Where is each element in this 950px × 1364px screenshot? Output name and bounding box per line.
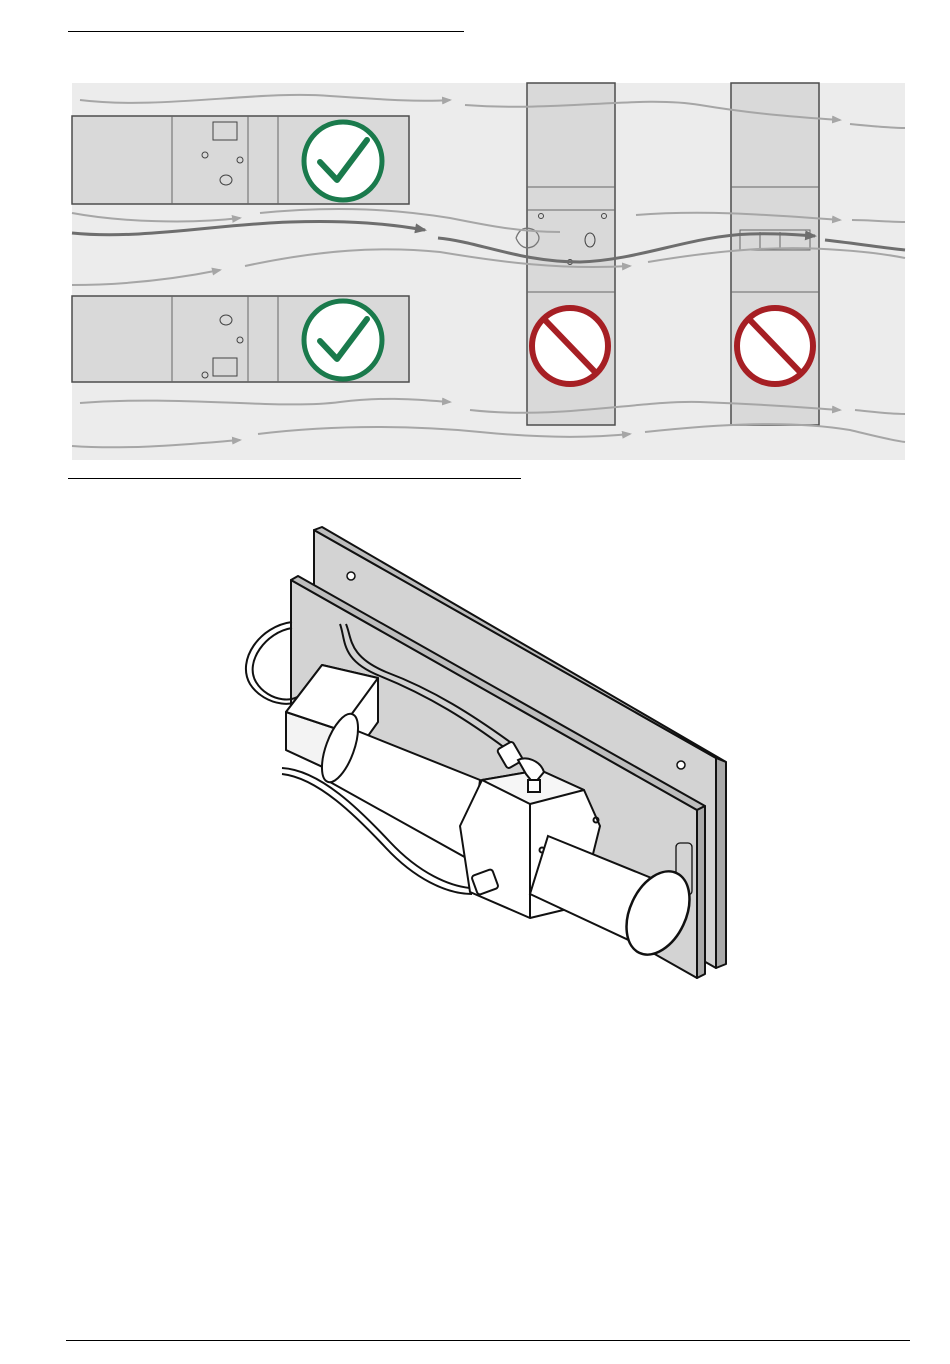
check-circle-icon	[304, 301, 382, 379]
prohibited-icon	[532, 308, 608, 384]
sensor-tube-front	[530, 836, 702, 965]
mounting-board-front	[291, 576, 705, 978]
sensor-cylinder-icon	[315, 709, 480, 860]
check-circle-icon	[304, 122, 382, 200]
airflow-orientation-figure	[0, 0, 950, 470]
footer-rule	[66, 1340, 910, 1341]
mounting-board-back	[314, 527, 726, 968]
sensor-housing-left	[286, 665, 378, 775]
cable-gland-icon	[471, 869, 499, 895]
cable-icon	[246, 622, 510, 894]
sensor-housing-center	[460, 770, 600, 918]
elbow-fitting-icon	[497, 741, 544, 792]
section-rule	[68, 478, 521, 479]
prohibited-icon	[737, 308, 813, 384]
